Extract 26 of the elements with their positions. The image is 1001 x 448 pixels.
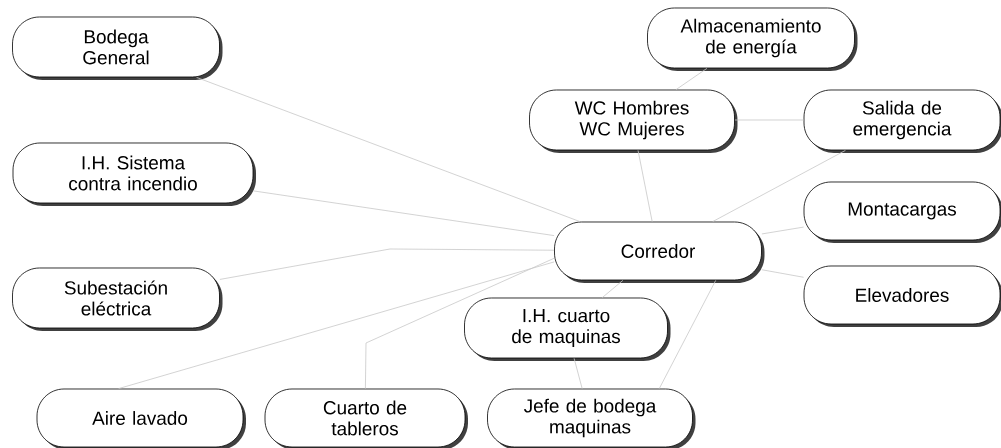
- connector-line: [196, 77, 581, 222]
- rounded-box: Elevadores: [803, 265, 1001, 327]
- rounded-box: WC Hombres WC Mujeres: [529, 89, 738, 153]
- connector-line: [637, 150, 653, 222]
- connector-line: [712, 150, 846, 222]
- rounded-box: Salida de emergencia: [803, 89, 1001, 153]
- rounded-box: Almacenamiento de energía: [647, 7, 858, 71]
- connector-line: [573, 358, 583, 389]
- rounded-box: I.H. Sistema contra incendio: [12, 142, 256, 206]
- rounded-box: Subestación eléctrica: [12, 267, 223, 331]
- connector-line: [761, 269, 804, 278]
- rounded-box: Jefe de bodega maquinas: [487, 388, 696, 448]
- rounded-box: I.H. cuarto de maquinas: [464, 297, 671, 361]
- connector-line: [658, 280, 717, 389]
- connector-line: [365, 257, 555, 389]
- connector-line: [253, 190, 555, 236]
- connector-line: [219, 248, 555, 280]
- rounded-box: Cuarto de tableros: [264, 388, 468, 448]
- connector-line: [118, 261, 555, 389]
- connector-line: [761, 226, 804, 235]
- rounded-box: Corredor: [554, 221, 765, 283]
- connector-line: [675, 68, 708, 90]
- rounded-box: Montacargas: [803, 181, 1001, 243]
- connector-line: [601, 280, 624, 298]
- rounded-box: Aire lavado: [36, 388, 246, 448]
- rounded-box: Bodega General: [12, 16, 223, 80]
